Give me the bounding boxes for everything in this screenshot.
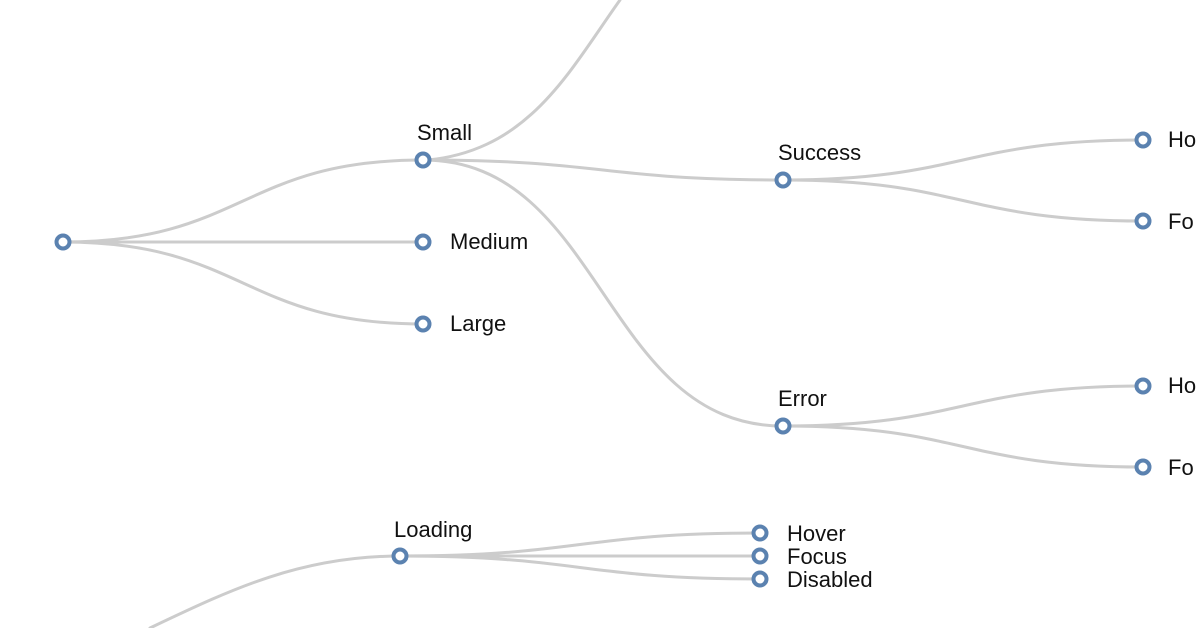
- node-label-success: Success: [778, 140, 861, 165]
- tree-link-root-to-large: [61, 240, 425, 326]
- tree-link-offscreen-upper: [426, 0, 622, 162]
- tree-link-loading-to-loading-disabled: [398, 554, 762, 581]
- tree-link-success-to-success-focus: [781, 178, 1145, 223]
- node-label-error-focus: Fo: [1168, 455, 1194, 480]
- tree-nodes: [54, 131, 1152, 588]
- tree-node-success[interactable]: [774, 171, 792, 189]
- tree-link-small-to-error: [421, 158, 785, 428]
- tree-link-error-to-error-focus: [781, 424, 1145, 469]
- tree-node-root[interactable]: [54, 233, 72, 251]
- node-label-loading-hover: Hover: [787, 521, 846, 546]
- tree-node-error[interactable]: [774, 417, 792, 435]
- tree-node-loading[interactable]: [391, 547, 409, 565]
- tree-link-root-to-small: [61, 158, 425, 244]
- node-label-error: Error: [778, 386, 827, 411]
- tree-node-loading-focus[interactable]: [751, 547, 769, 565]
- tree-link-small-to-success: [421, 158, 785, 182]
- tree-link-offscreen-lower: [148, 554, 402, 628]
- tree-link-success-to-success-hover: [781, 138, 1145, 182]
- tree-node-success-hover[interactable]: [1134, 131, 1152, 149]
- node-label-success-hover: Ho: [1168, 127, 1196, 152]
- tree-node-error-focus[interactable]: [1134, 458, 1152, 476]
- node-label-loading: Loading: [394, 517, 472, 542]
- tree-link-error-to-error-hover: [781, 384, 1145, 428]
- tree-node-loading-disabled[interactable]: [751, 570, 769, 588]
- node-label-loading-focus: Focus: [787, 544, 847, 569]
- tree-links: [61, 0, 1145, 628]
- node-label-small: Small: [417, 120, 472, 145]
- tree-node-small[interactable]: [414, 151, 432, 169]
- tree-node-loading-hover[interactable]: [751, 524, 769, 542]
- tree-node-success-focus[interactable]: [1134, 212, 1152, 230]
- node-label-large: Large: [450, 311, 506, 336]
- tree-node-medium[interactable]: [414, 233, 432, 251]
- tree-labels: Small Medium Large Success Error Ho Fo H…: [394, 120, 1196, 592]
- node-label-error-hover: Ho: [1168, 373, 1196, 398]
- node-label-success-focus: Fo: [1168, 209, 1194, 234]
- tree-node-large[interactable]: [414, 315, 432, 333]
- node-label-medium: Medium: [450, 229, 528, 254]
- tree-node-error-hover[interactable]: [1134, 377, 1152, 395]
- node-label-loading-disabled: Disabled: [787, 567, 873, 592]
